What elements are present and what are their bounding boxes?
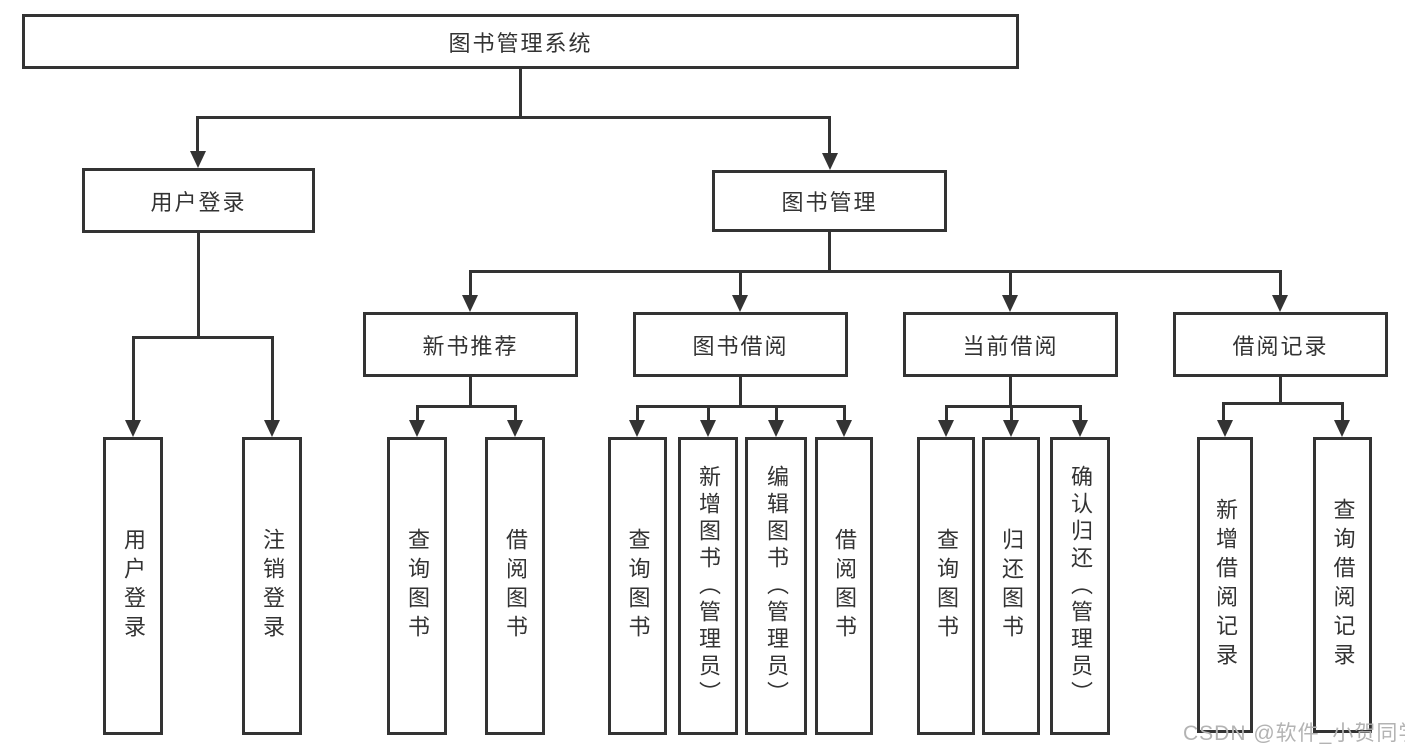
connector-line	[132, 336, 135, 422]
connector-line	[1279, 375, 1282, 405]
node-br-add-borrow-record: 新增借阅记录	[1197, 437, 1253, 733]
node-bb-edit-books-admin: 编辑图书（管理员）	[745, 437, 807, 735]
arrow-down-icon	[1072, 420, 1088, 437]
connector-line	[828, 116, 831, 156]
arrow-down-icon	[409, 420, 425, 437]
node-user-login-leaf: 用户登录	[103, 437, 163, 735]
connector-line	[1341, 402, 1344, 422]
connector-line	[945, 405, 1082, 408]
connector-line	[1222, 402, 1225, 422]
connector-line	[636, 405, 639, 422]
node-root: 图书管理系统	[22, 14, 1019, 69]
connector-line	[197, 116, 831, 119]
connector-line	[1279, 270, 1282, 297]
node-borrow-records: 借阅记录	[1173, 312, 1388, 377]
arrow-down-icon	[836, 420, 852, 437]
arrow-down-icon	[700, 420, 716, 437]
node-current-borrow: 当前借阅	[903, 312, 1118, 377]
arrow-down-icon	[462, 295, 478, 312]
connector-line	[775, 405, 778, 422]
connector-line	[1009, 270, 1012, 297]
node-bb-add-books-admin: 新增图书（管理员）	[678, 437, 738, 735]
arrow-down-icon	[190, 151, 206, 168]
node-bb-borrow-books: 借阅图书	[815, 437, 873, 735]
connector-line	[416, 405, 419, 422]
connector-line	[132, 336, 274, 339]
node-bb-query-books: 查询图书	[608, 437, 667, 735]
node-logout: 注销登录	[242, 437, 302, 735]
node-new-book-recommend: 新书推荐	[363, 312, 578, 377]
connector-line	[196, 116, 199, 154]
connector-line	[843, 405, 846, 422]
arrow-down-icon	[125, 420, 141, 437]
arrow-down-icon	[1003, 420, 1019, 437]
arrow-down-icon	[938, 420, 954, 437]
node-cb-query-books: 查询图书	[917, 437, 975, 735]
connector-line	[514, 405, 517, 422]
connector-line	[469, 375, 472, 408]
connector-line	[469, 270, 472, 297]
arrow-down-icon	[1334, 420, 1350, 437]
arrow-down-icon	[1272, 295, 1288, 312]
arrow-down-icon	[629, 420, 645, 437]
connector-line	[828, 232, 831, 273]
node-book-borrow: 图书借阅	[633, 312, 848, 377]
node-nb-borrow-books: 借阅图书	[485, 437, 545, 735]
connector-line	[707, 405, 710, 422]
connector-line	[1079, 405, 1082, 422]
arrow-down-icon	[507, 420, 523, 437]
connector-line	[416, 405, 517, 408]
arrow-down-icon	[822, 153, 838, 170]
connector-line	[1009, 375, 1012, 408]
node-nb-query-books: 查询图书	[387, 437, 447, 735]
connector-line	[1222, 402, 1344, 405]
node-user-login: 用户登录	[82, 168, 315, 233]
connector-line	[739, 270, 742, 297]
arrow-down-icon	[1002, 295, 1018, 312]
arrow-down-icon	[1217, 420, 1233, 437]
arrow-down-icon	[768, 420, 784, 437]
node-br-query-borrow-record: 查询借阅记录	[1313, 437, 1372, 733]
arrow-down-icon	[264, 420, 280, 437]
connector-line	[271, 336, 274, 422]
watermark: CSDN @软件_小贺同学	[1183, 722, 1405, 745]
node-book-management: 图书管理	[712, 170, 947, 232]
connector-line	[739, 375, 742, 408]
node-cb-return-books: 归还图书	[982, 437, 1040, 735]
connector-line	[469, 270, 1282, 273]
connector-line	[636, 405, 846, 408]
connector-line	[197, 231, 200, 339]
connector-line	[945, 405, 948, 422]
connector-line	[519, 67, 522, 119]
connector-line	[1010, 405, 1013, 422]
node-cb-confirm-return-admin: 确认归还（管理员）	[1050, 437, 1110, 735]
arrow-down-icon	[732, 295, 748, 312]
